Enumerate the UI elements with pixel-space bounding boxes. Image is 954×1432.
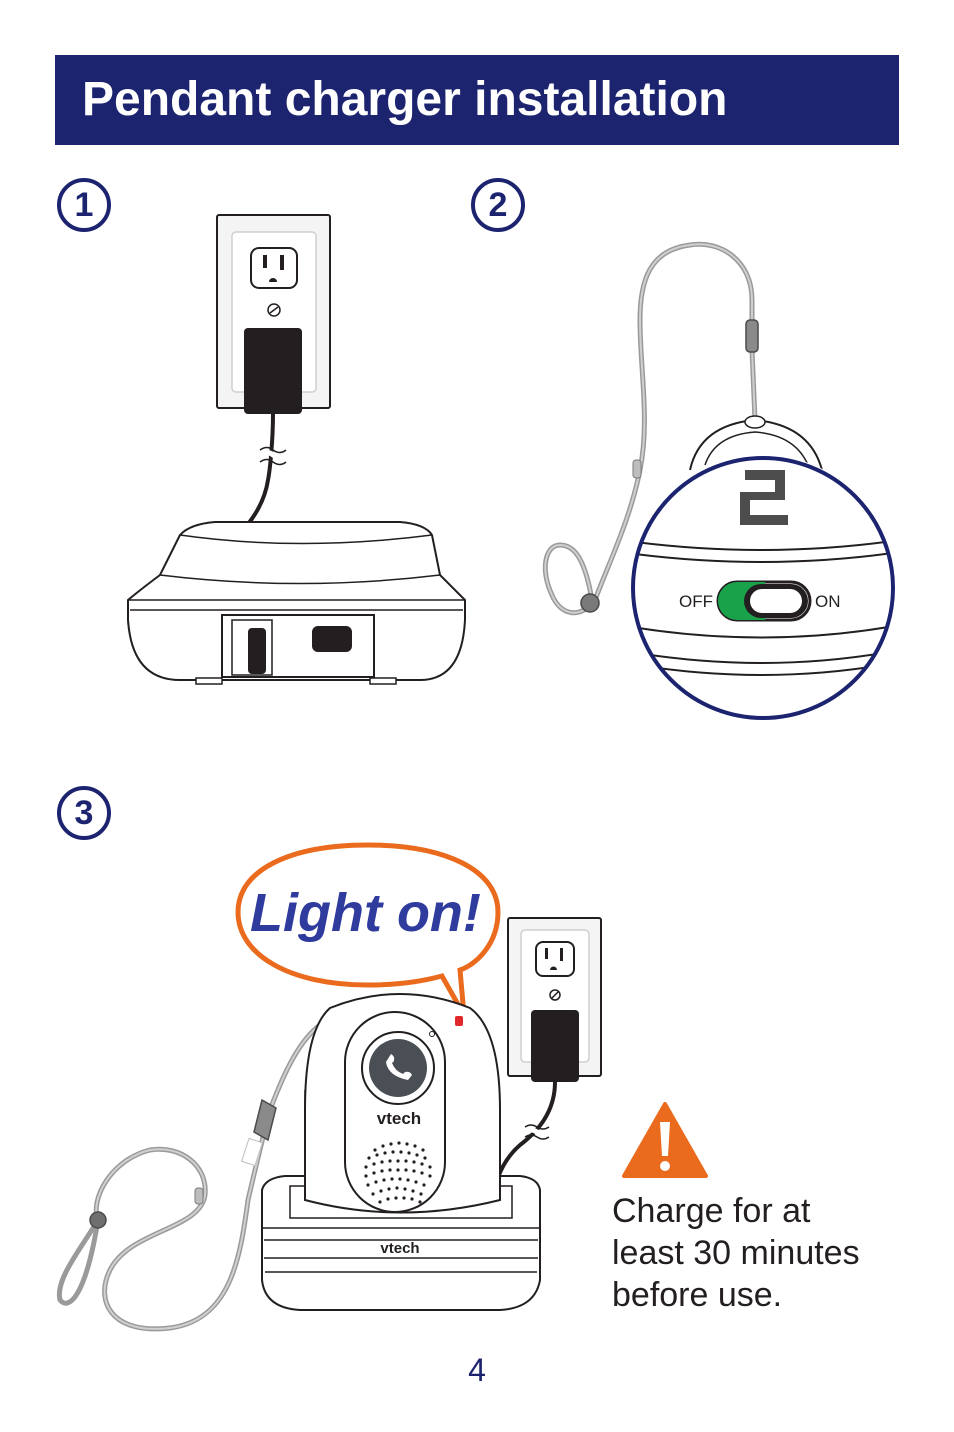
charge-note-line-1: Charge for at	[612, 1192, 811, 1230]
power-adapter-icon	[244, 328, 302, 414]
power-switch[interactable]	[716, 580, 812, 622]
step-3-badge: 3	[57, 786, 111, 840]
phone-icon	[386, 1054, 412, 1080]
brand-label: vtech	[377, 1109, 421, 1128]
header-bar: Pendant charger installation	[55, 55, 899, 145]
lanyard-icon	[542, 241, 759, 616]
page-number: 4	[468, 1352, 486, 1388]
switch-on-label: ON	[815, 592, 841, 611]
charge-note-line-3: before use.	[612, 1276, 783, 1314]
step-1-badge: 1	[57, 178, 111, 232]
warning-triangle-icon	[622, 1102, 708, 1178]
charger-base-icon	[127, 521, 466, 685]
lanyard-icon	[56, 1023, 322, 1332]
base-brand-label: vtech	[380, 1240, 419, 1257]
step-1-illustration	[127, 214, 466, 685]
speech-bubble	[235, 842, 501, 1017]
charge-note-line-2: least 30 minutes	[612, 1234, 860, 1272]
switch-off-label: OFF	[679, 592, 713, 611]
indicator-light	[455, 1016, 463, 1026]
speaker-grille	[362, 1135, 436, 1209]
step-2-badge: 2	[471, 178, 525, 232]
step-3-illustration: vtech vtech	[56, 842, 602, 1332]
page-title: Pendant charger installation	[82, 73, 728, 126]
pendant-device: vtech	[304, 993, 501, 1214]
charge-note: Charge for at least 30 minutes before us…	[612, 1190, 912, 1316]
power-adapter-icon	[531, 1010, 579, 1082]
step-2-illustration: 2 OFF ON	[542, 241, 896, 721]
speech-bubble-text: Light on!	[250, 883, 481, 943]
